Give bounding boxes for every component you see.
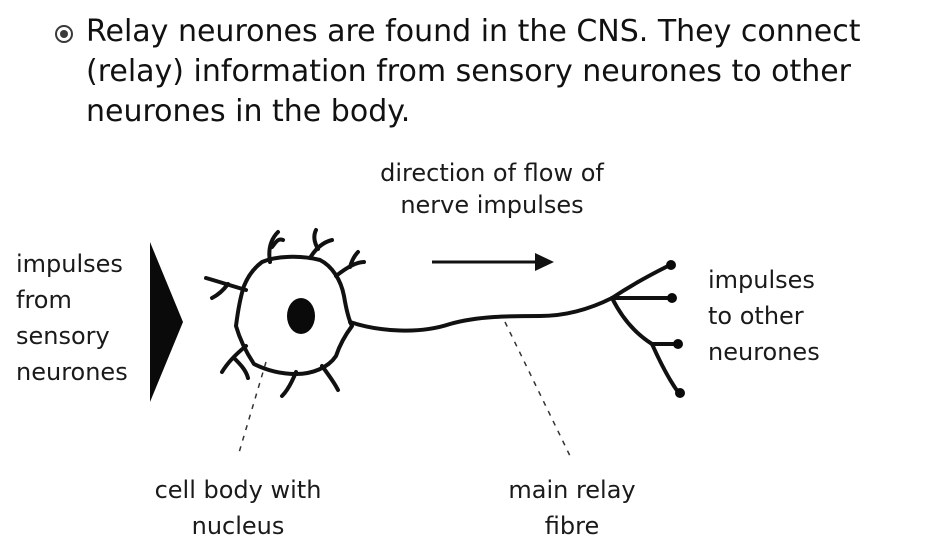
fibre-leader-line bbox=[504, 321, 573, 461]
main-relay-fibre bbox=[348, 296, 614, 333]
fibre-label-line-2: fibre bbox=[545, 512, 599, 540]
cell-body-leader-line bbox=[237, 361, 267, 457]
direction-label-line-1: direction of flow of bbox=[380, 159, 604, 187]
input-impulse-wedge bbox=[150, 242, 183, 402]
output-label-line-3: neurones bbox=[708, 338, 820, 366]
input-label-line-2: from bbox=[16, 286, 72, 314]
cell-body-label-line-2: nucleus bbox=[192, 512, 285, 540]
input-label-line-1: impulses bbox=[16, 250, 123, 278]
cell-body-label-line-1: cell body with bbox=[155, 476, 322, 504]
circle-bullet-icon bbox=[55, 25, 73, 43]
relay-neurone bbox=[204, 228, 680, 398]
bullet-text: Relay neurones are found in the CNS. The… bbox=[86, 14, 861, 129]
axon-terminals bbox=[666, 260, 685, 398]
direction-arrow-icon bbox=[432, 253, 554, 271]
output-label-line-1: impulses bbox=[708, 266, 815, 294]
direction-label-line-2: nerve impulses bbox=[400, 191, 583, 219]
fibre-label-line-1: main relay bbox=[508, 476, 635, 504]
nucleus bbox=[287, 298, 315, 334]
output-label-line-2: to other bbox=[708, 302, 804, 330]
input-label-line-4: neurones bbox=[16, 358, 128, 386]
input-label-line-3: sensory bbox=[16, 322, 110, 350]
bullet-point: Relay neurones are found in the CNS. The… bbox=[54, 12, 914, 132]
